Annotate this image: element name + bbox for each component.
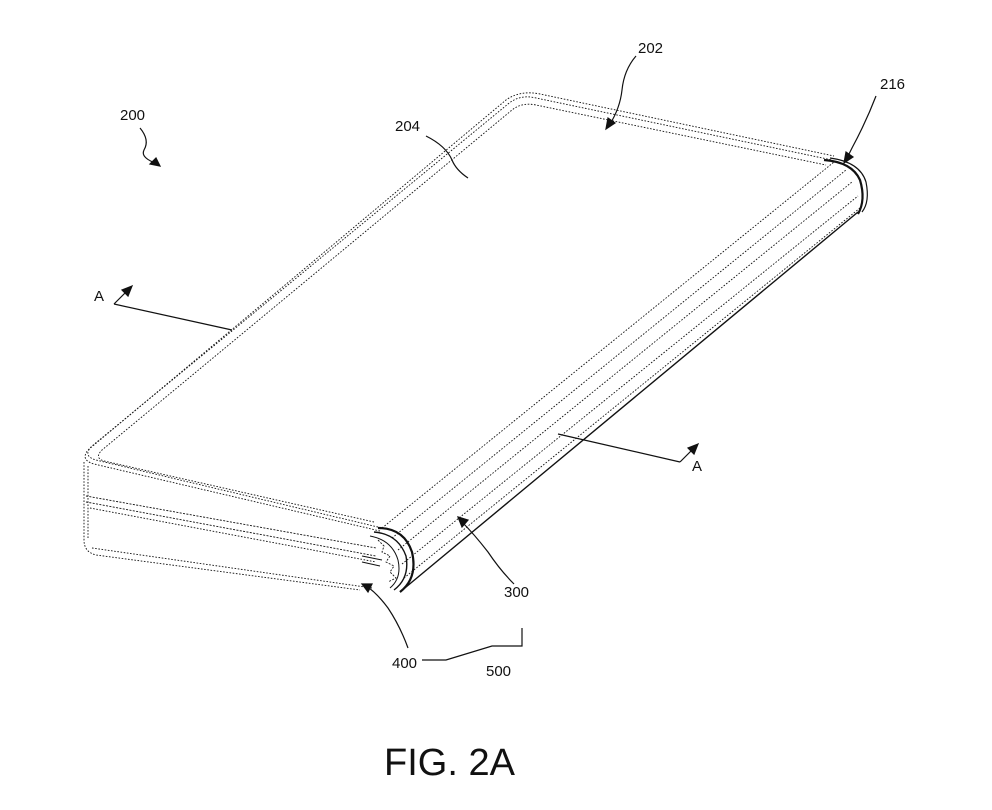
leader-300 (461, 521, 515, 585)
end-profile-gear (377, 539, 397, 583)
top-face-outline-inner (84, 92, 835, 532)
leader-204 (425, 135, 469, 179)
roller-line-1 (391, 169, 847, 539)
section-arrow-left-head (120, 284, 134, 298)
front-face-seam-1 (85, 495, 377, 549)
leader-202-arrowhead (605, 116, 617, 131)
section-line-right (557, 433, 681, 463)
leader-400-arrowhead (360, 583, 373, 594)
end-cap-near (377, 526, 415, 593)
leader-400 (365, 585, 409, 649)
leader-202 (609, 55, 637, 125)
leaders (113, 55, 877, 661)
label-500: 500 (486, 663, 511, 680)
label-200: 200 (120, 107, 145, 124)
front-face-top-edge (83, 462, 361, 591)
label-section-a-right: A (692, 458, 702, 475)
front-face-seam-2 (85, 501, 377, 557)
leader-300-arrowhead (456, 516, 470, 529)
section-arrow-right-head (686, 442, 700, 456)
label-202: 202 (638, 40, 663, 57)
roller-bottom-edge (399, 211, 859, 593)
end-profile-slot (361, 555, 383, 567)
label-section-a-left: A (94, 288, 104, 305)
roller-line-4 (403, 207, 861, 579)
end-cap-near-inner-2 (369, 535, 400, 589)
device-body (83, 92, 868, 593)
screen-bezel (98, 103, 827, 523)
front-face-seam-3 (89, 507, 377, 563)
leader-200-arrowhead (148, 156, 162, 167)
figure-caption: FIG. 2A (384, 742, 516, 784)
label-400: 400 (392, 655, 417, 672)
reference-labels: 200 202 204 216 A A 300 400 500 (94, 40, 905, 680)
section-line-left (113, 303, 233, 331)
label-300: 300 (504, 584, 529, 601)
leader-216-arrowhead (843, 150, 855, 165)
bracket-500 (422, 628, 523, 661)
label-204: 204 (395, 118, 420, 135)
leader-200 (139, 127, 159, 165)
top-face-outline (87, 96, 833, 528)
roller-line-2 (397, 181, 853, 551)
end-cap-far (823, 158, 864, 215)
roller-top-edge (381, 161, 835, 529)
end-cap-near-inner (373, 531, 408, 591)
front-face-bottom-edge (91, 547, 373, 589)
roller-line-3 (401, 195, 859, 565)
label-216: 216 (880, 76, 905, 93)
leader-216 (845, 95, 877, 161)
